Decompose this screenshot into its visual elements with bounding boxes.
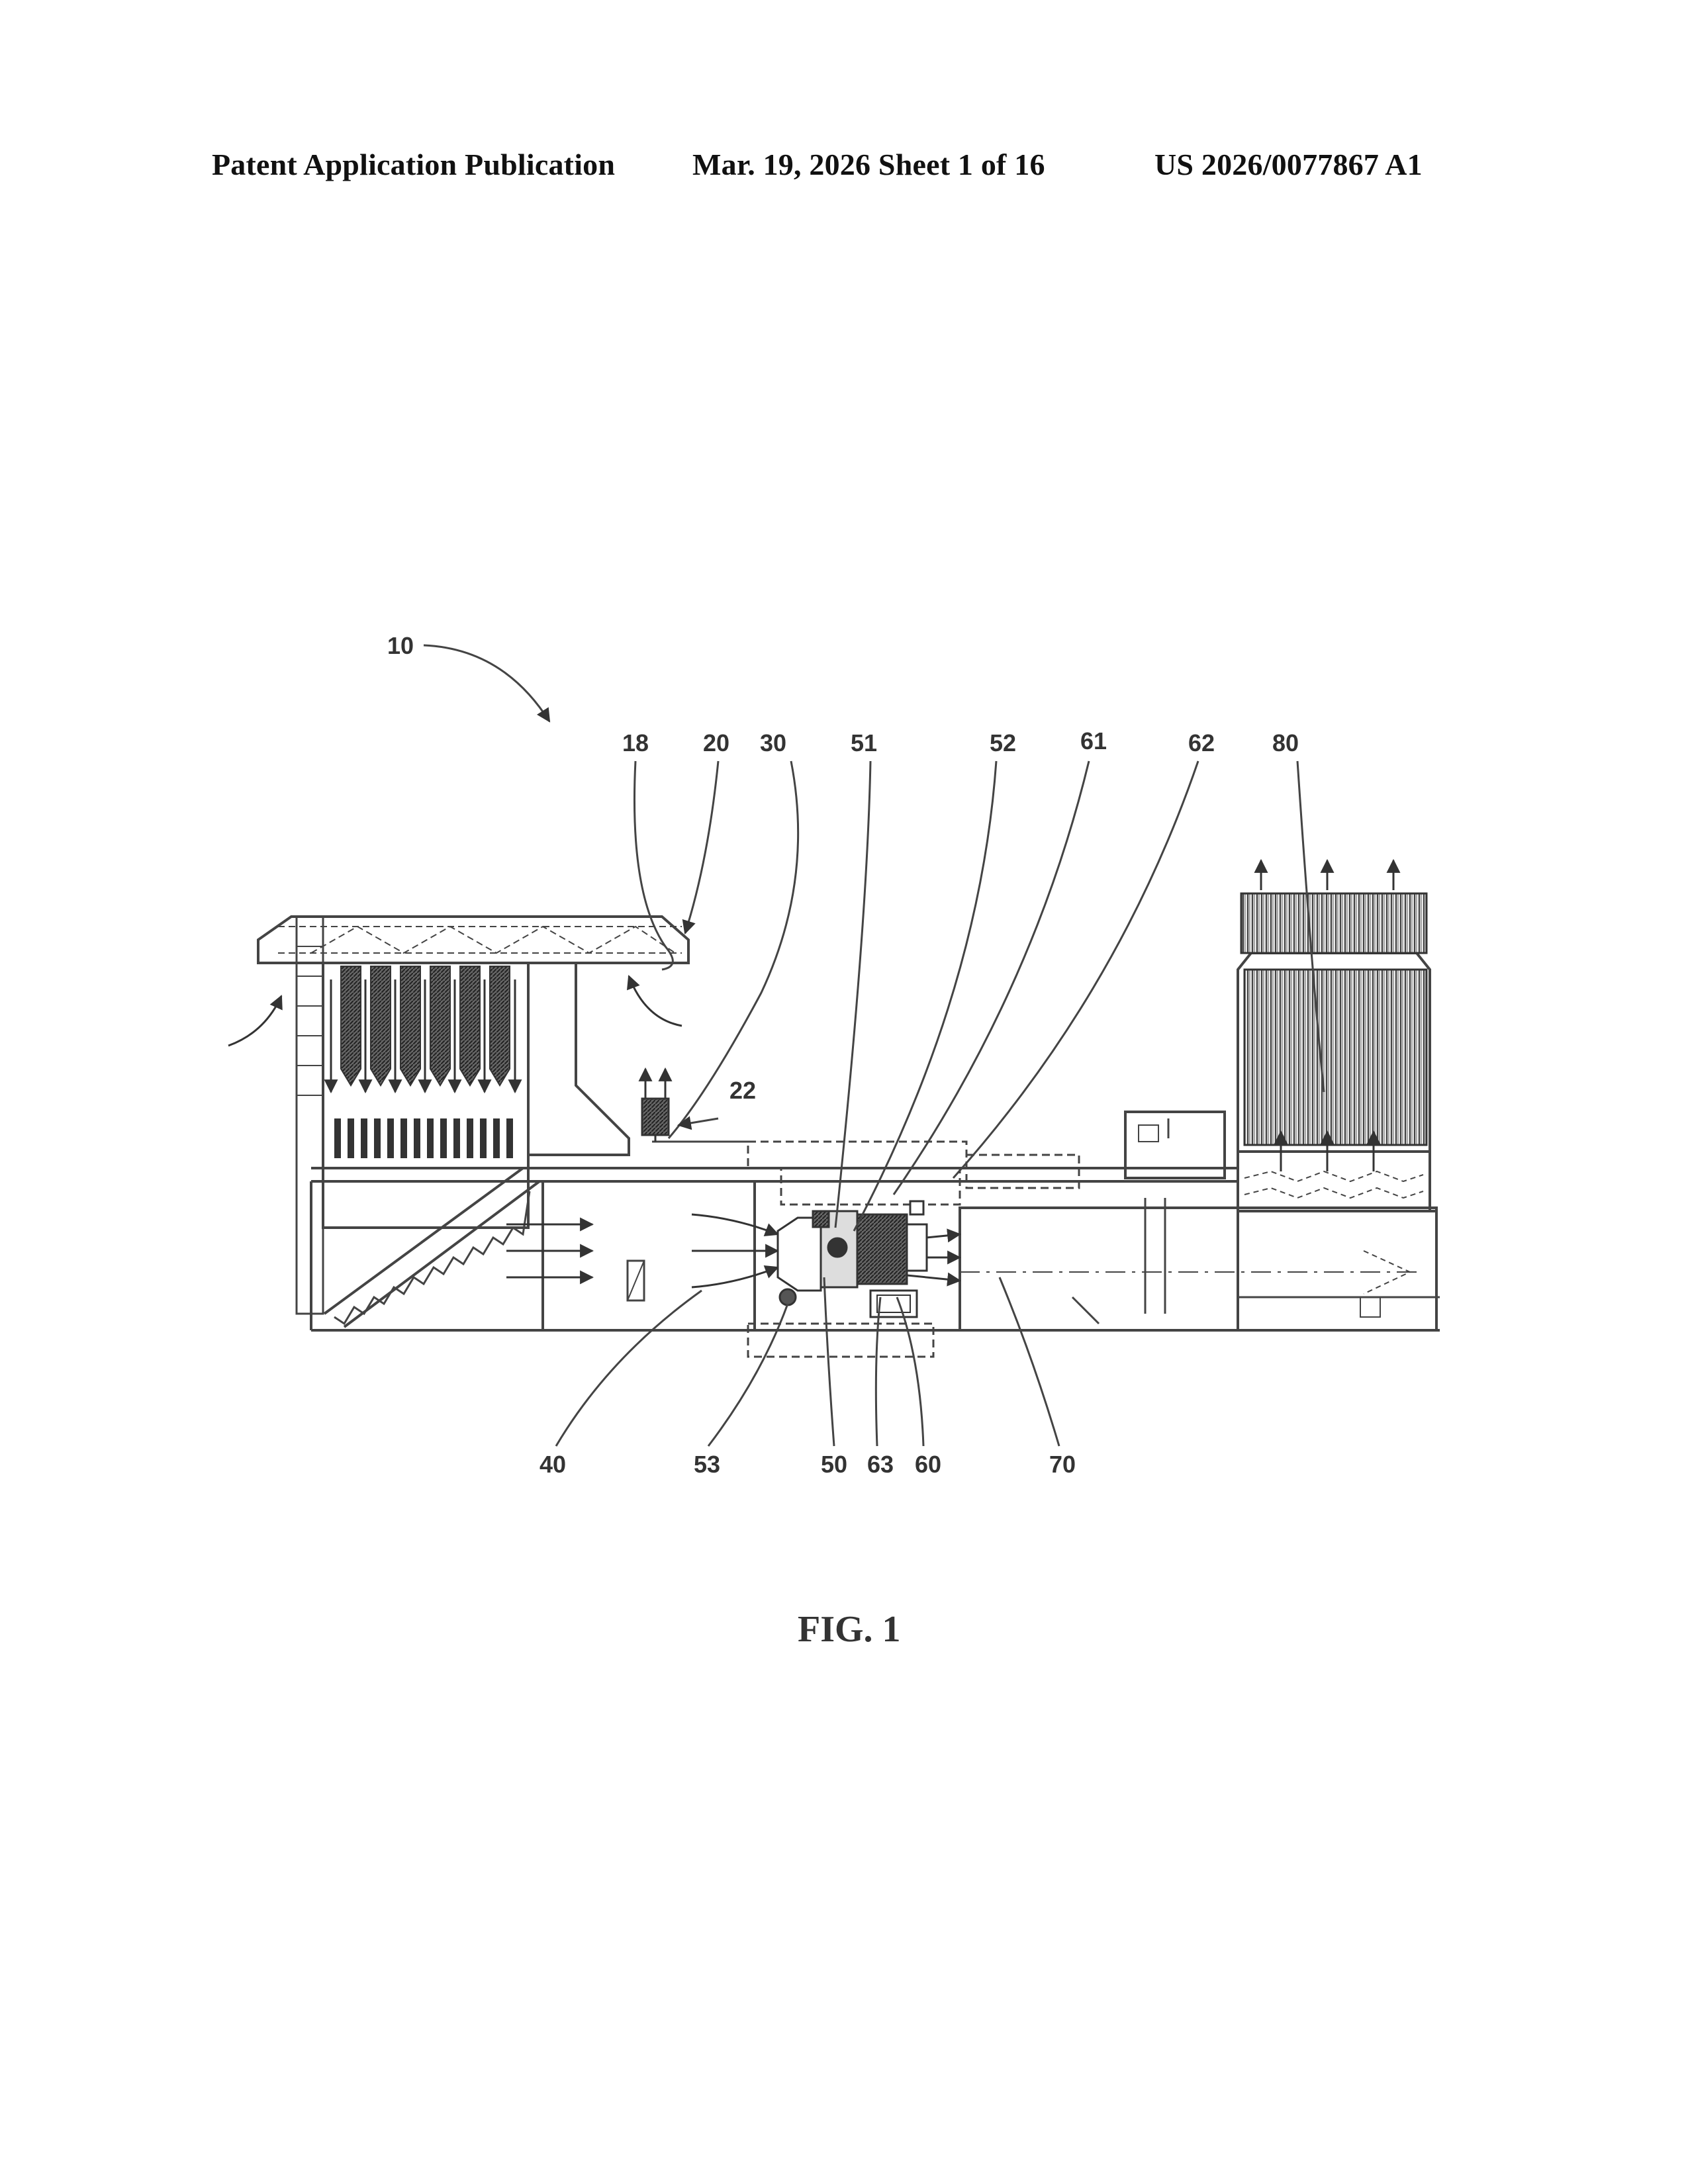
ref-63: 63 — [867, 1451, 894, 1478]
ref-62: 62 — [1188, 729, 1215, 756]
ref-52: 52 — [990, 729, 1016, 756]
leader-lines — [424, 645, 1324, 1446]
ref-22: 22 — [729, 1077, 756, 1104]
auger-conveyor — [324, 1168, 539, 1327]
ref-20: 20 — [703, 729, 729, 756]
ref-50: 50 — [821, 1451, 847, 1478]
ref-18: 18 — [622, 729, 649, 756]
ref-60: 60 — [915, 1451, 941, 1478]
component-22 — [642, 1069, 669, 1142]
intake-lower-grille — [338, 1118, 510, 1158]
ref-51: 51 — [851, 729, 877, 756]
ref-70: 70 — [1049, 1451, 1076, 1478]
ref-10: 10 — [387, 632, 414, 659]
ref-53: 53 — [694, 1451, 720, 1478]
access-door-diagonal — [628, 1261, 644, 1300]
figure-caption: FIG. 1 — [798, 1609, 901, 1650]
ref-30: 30 — [760, 729, 786, 756]
ref-61: 61 — [1080, 727, 1107, 754]
ref-40: 40 — [539, 1451, 566, 1478]
engine-pump-assembly — [778, 1201, 927, 1317]
radiator-core — [1241, 893, 1427, 1145]
ref-80: 80 — [1272, 729, 1299, 756]
reference-numerals: 10 18 20 30 51 52 61 62 80 22 40 53 50 6… — [387, 632, 1299, 1478]
